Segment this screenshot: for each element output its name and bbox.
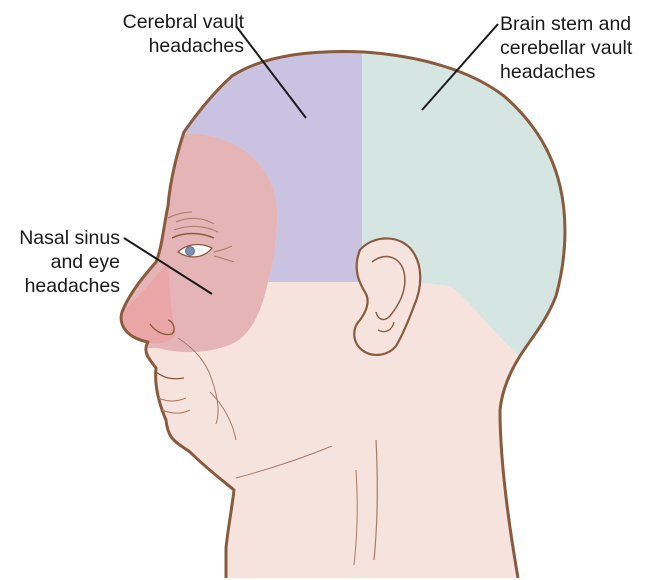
jaw-line [235,445,333,479]
leader-line-brainstem [421,23,499,111]
nostril [149,319,175,336]
mouth [155,371,185,380]
label-nasal-line-3: headaches [24,275,120,297]
neck-line [373,439,378,561]
ear-inner [371,255,406,321]
label-brainstem-line-2: cerebellar vault [500,37,633,59]
label-cerebral-line-1: Cerebral vault [122,11,244,33]
label-nasal-line-1: Nasal sinus [19,227,120,249]
label-nasal-sinus: Nasal sinus and eye headaches [0,226,120,298]
eye-iris [185,246,195,256]
ear-lobe-detail [377,321,395,333]
chin-wrinkles [157,391,237,441]
crows-feet [213,245,235,263]
label-nasal-line-2: and eye [50,251,120,273]
eyebrow [171,232,215,239]
label-brain-stem: Brain stem and cerebellar vault headache… [500,12,650,84]
nasolabial-fold [177,337,219,425]
label-cerebral-line-2: headaches [148,35,244,57]
leader-line-nasal [123,237,213,295]
eye-wrinkles [167,211,219,233]
ear [353,237,422,356]
leader-line-cerebral [235,25,307,119]
head-outline [119,50,567,579]
neck-line-2 [353,469,358,566]
nose-tint [123,262,176,344]
label-brainstem-line-3: headaches [500,61,596,83]
label-cerebral-vault: Cerebral vault headaches [60,10,244,58]
label-brainstem-line-1: Brain stem and [500,13,632,35]
